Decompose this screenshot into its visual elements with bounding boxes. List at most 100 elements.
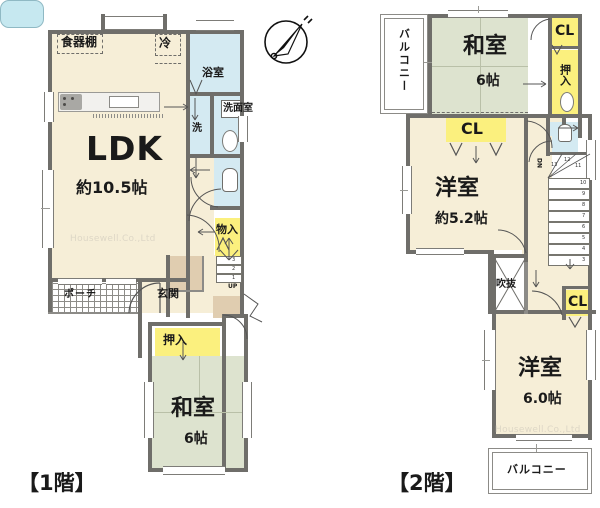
label-washitsu: 和室 — [171, 396, 216, 421]
window-tick — [478, 6, 479, 13]
wall — [548, 46, 582, 49]
window-tick — [41, 208, 50, 209]
wall — [548, 114, 592, 118]
wall — [168, 290, 204, 292]
balcony-bottom-outline — [488, 448, 592, 494]
door-swing-icon — [526, 120, 553, 149]
label-washroom: 洗 — [192, 123, 202, 134]
tatami-line — [480, 66, 481, 114]
label-cl-bottom: CL — [568, 294, 588, 310]
label-washer: 洗面室 — [223, 103, 253, 114]
wall — [524, 118, 528, 266]
wall — [101, 14, 105, 32]
watermark: Housewell.Co.,Ltd — [70, 234, 156, 244]
label-washitsu2-area: 6帖 — [476, 73, 500, 89]
stair-step — [548, 189, 590, 200]
wall — [492, 254, 528, 258]
cupboard-box — [57, 34, 103, 54]
label-oshiire2: 押入 — [558, 64, 572, 86]
wall — [488, 310, 596, 314]
wall — [546, 118, 550, 156]
stair-number: 3 — [582, 257, 586, 263]
wall — [163, 14, 167, 32]
sink-icon — [109, 96, 139, 108]
floor-1-tag: 【1階】 — [18, 471, 96, 495]
window — [106, 278, 136, 285]
balcony-top-outline — [380, 14, 428, 114]
stair-number: 13 — [551, 162, 558, 168]
wall — [222, 314, 248, 318]
stairs-up-label: UP — [228, 283, 238, 290]
stair-number: 11 — [575, 163, 582, 169]
stair-number: 12 — [564, 157, 571, 163]
window — [196, 20, 234, 31]
door-swing-icon — [530, 18, 551, 41]
window — [163, 466, 225, 475]
slide-arrow-icon — [179, 342, 187, 361]
label-yoshitsu52: 洋室 — [435, 176, 480, 201]
stair-number: 2 — [232, 266, 236, 272]
window — [44, 92, 54, 122]
stairs-down-label: DN — [535, 158, 543, 169]
label-storage: 物入 — [216, 223, 238, 236]
slide-arrow-icon — [164, 103, 189, 111]
label-balcony-top: バルコニー — [397, 28, 411, 93]
label-ldk: LDK — [86, 129, 163, 168]
wall — [222, 314, 226, 472]
label-cl-mid: CL — [461, 119, 483, 138]
balcony-tick — [424, 62, 432, 63]
label-oshiire: 押入 — [163, 333, 188, 347]
slide-arrow-icon — [523, 80, 547, 88]
cl-top-fill — [552, 18, 578, 46]
window — [105, 16, 167, 30]
genkan-step-fill — [213, 296, 243, 318]
toilet-icon — [222, 168, 238, 192]
label-cl-top: CL — [555, 23, 575, 39]
stair-down-arrow-icon — [565, 259, 575, 270]
fridge-box — [155, 34, 181, 56]
closet-fold-icon — [551, 44, 563, 56]
window — [586, 140, 596, 180]
closet-fold-icon — [568, 316, 582, 329]
stair-step — [548, 178, 590, 189]
wall — [546, 152, 592, 155]
window — [238, 116, 248, 142]
porch-hatch — [52, 282, 140, 314]
label-yoshitsu60-area: 6.0帖 — [523, 391, 562, 407]
wall — [48, 30, 52, 282]
balcony-tick — [536, 444, 537, 452]
stair-step — [548, 200, 590, 211]
door-swing-icon — [497, 229, 527, 254]
wall — [138, 282, 142, 314]
stove-burner-icon — [63, 97, 66, 100]
door-swing-icon — [190, 176, 219, 208]
balcony-top-fill — [380, 14, 428, 114]
void-x-icon — [494, 258, 526, 312]
stair-number: 6 — [582, 224, 586, 230]
window — [516, 434, 572, 441]
oshiire-fill — [155, 328, 220, 356]
label-bath: 浴室 — [202, 66, 224, 79]
balcony-bottom-inner — [492, 452, 588, 490]
stair-winder-icon — [547, 153, 591, 179]
slide-arrow-icon — [189, 166, 210, 174]
balcony-top-inner — [384, 18, 424, 110]
cl-mid-fill — [446, 118, 506, 142]
label-yoshitsu52-area: 約5.2帖 — [435, 211, 488, 227]
wall — [166, 255, 170, 317]
bathtub-icon — [0, 0, 44, 28]
slide-arrow-icon — [558, 124, 579, 132]
washbasin-icon — [222, 130, 238, 152]
door-swing-icon — [188, 188, 222, 222]
room-bath-fill — [190, 30, 243, 92]
window-large — [42, 170, 54, 248]
wall — [488, 250, 492, 314]
window — [58, 278, 102, 285]
label-genkan: 玄関 — [157, 287, 179, 300]
wall — [48, 282, 52, 314]
label-washitsu-area: 6帖 — [184, 431, 208, 447]
tatami-line — [152, 412, 246, 413]
wall — [186, 92, 244, 96]
label-void: 吹抜 — [496, 279, 516, 290]
stair-step — [216, 265, 242, 274]
